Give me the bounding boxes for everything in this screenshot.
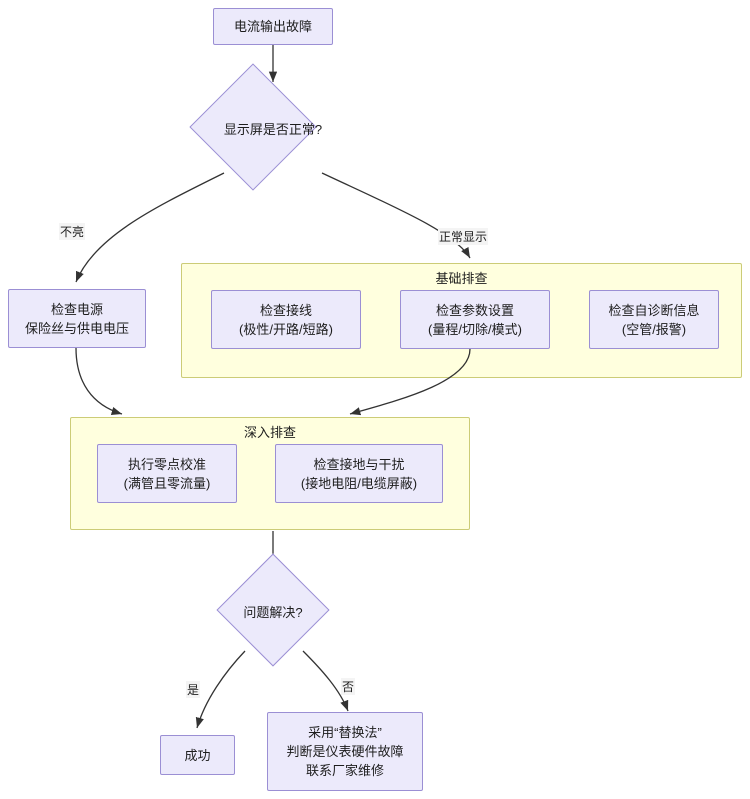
node-start-label: 电流输出故障 bbox=[233, 19, 312, 34]
edge-power-to-deep bbox=[75, 347, 123, 415]
node-decision-display-label: 显示屏是否正常? bbox=[223, 121, 323, 137]
node-check-wiring-line1: 检查接线 bbox=[259, 302, 312, 318]
node-zero-calibration-line2: (满管且零流量) bbox=[123, 475, 211, 491]
node-check-power-line2: 保险丝与供电电压 bbox=[24, 320, 129, 336]
node-decision-solved-label: 问题解决? bbox=[243, 604, 303, 620]
node-success-label: 成功 bbox=[184, 747, 211, 763]
edge-label-no: 否 bbox=[341, 678, 356, 695]
node-check-power[interactable]: 检查电源 保险丝与供电电压 bbox=[8, 289, 146, 348]
edge-label-display-normal: 正常显示 bbox=[438, 228, 489, 245]
edge-label-display-off: 不亮 bbox=[59, 223, 86, 240]
node-replace-method-line2: 判断是仪表硬件故障 bbox=[286, 744, 404, 759]
cluster-deep-title: 深入排查 bbox=[243, 425, 296, 440]
node-check-ground-line2: (接地电阻/电缆屏蔽) bbox=[300, 475, 418, 491]
node-check-ground-line1: 检查接地与干扰 bbox=[313, 456, 405, 472]
edge-solved-to-success bbox=[195, 650, 246, 729]
node-check-params[interactable]: 检查参数设置 (量程/切除/模式) bbox=[400, 290, 550, 349]
node-replace-method[interactable]: 采用“替换法” 判断是仪表硬件故障 联系厂家维修 bbox=[267, 712, 423, 791]
node-check-selfdiag[interactable]: 检查自诊断信息 (空管/报警) bbox=[589, 290, 719, 349]
node-zero-calibration-line1: 执行零点校准 bbox=[127, 456, 206, 472]
node-check-params-line1: 检查参数设置 bbox=[435, 302, 514, 318]
node-check-selfdiag-line2: (空管/报警) bbox=[621, 321, 687, 337]
node-replace-method-line3: 联系厂家维修 bbox=[305, 763, 384, 778]
node-check-params-line2: (量程/切除/模式) bbox=[428, 321, 522, 337]
node-replace-method-line1: 采用“替换法” bbox=[308, 725, 382, 740]
node-check-wiring[interactable]: 检查接线 (极性/开路/短路) bbox=[211, 290, 361, 349]
node-start[interactable]: 电流输出故障 bbox=[213, 8, 333, 45]
node-zero-calibration[interactable]: 执行零点校准 (满管且零流量) bbox=[97, 444, 237, 503]
node-check-ground[interactable]: 检查接地与干扰 (接地电阻/电缆屏蔽) bbox=[275, 444, 443, 503]
node-success[interactable]: 成功 bbox=[160, 735, 235, 775]
node-check-power-line1: 检查电源 bbox=[50, 301, 103, 317]
edge-label-yes: 是 bbox=[186, 681, 201, 698]
edge-display-to-basic bbox=[321, 172, 471, 259]
node-check-selfdiag-line1: 检查自诊断信息 bbox=[608, 302, 700, 318]
cluster-basic-title: 基础排查 bbox=[435, 271, 488, 286]
node-check-wiring-line2: (极性/开路/短路) bbox=[239, 321, 333, 337]
